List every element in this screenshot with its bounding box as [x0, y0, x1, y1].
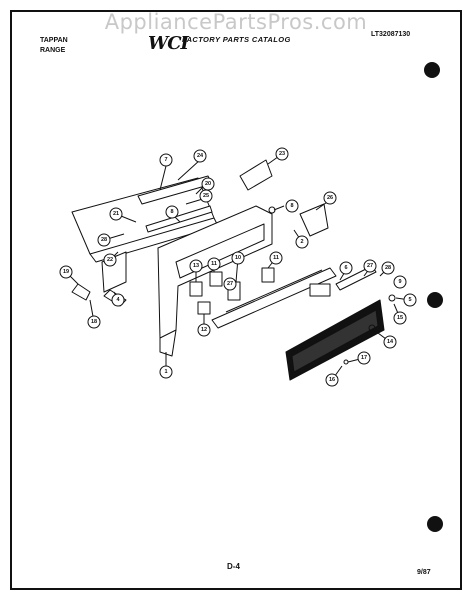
callout: 14 — [383, 335, 397, 349]
page-border — [10, 10, 462, 590]
switch-11b — [261, 267, 275, 283]
callout: 19 — [59, 265, 73, 279]
timer-6 — [309, 283, 331, 297]
callout-label: 7 — [164, 157, 167, 163]
callout: 18 — [87, 315, 101, 329]
callout: 11 — [207, 257, 221, 271]
callout: 26 — [323, 191, 337, 205]
bracket-23 — [239, 159, 273, 191]
switch-13 — [189, 281, 203, 297]
callout: 8 — [165, 205, 179, 219]
callout: 16 — [325, 373, 339, 387]
callout-label: 28 — [101, 237, 107, 243]
callout-label: 4 — [116, 297, 120, 303]
callout: 28 — [97, 233, 111, 247]
binder-hole-bottom — [427, 516, 443, 532]
callout-label: 6 — [344, 265, 347, 271]
callout-label: 10 — [235, 255, 241, 261]
callout: 28 — [381, 261, 395, 275]
callout: 17 — [357, 351, 371, 365]
callout-label: 15 — [397, 315, 403, 321]
callout-label: 11 — [211, 261, 217, 267]
upper-trim — [335, 265, 377, 291]
wci-logo: WCI — [148, 33, 189, 54]
trim-strip — [211, 267, 337, 329]
revision-date: 9/87 — [417, 569, 431, 576]
callout: 24 — [193, 149, 207, 163]
brand-label: TAPPAN RANGE — [40, 36, 68, 56]
switch-11a — [209, 271, 223, 287]
catalog-number: LT32087130 — [371, 31, 411, 38]
callout-label: 8 — [290, 203, 293, 209]
callout: 21 — [109, 207, 123, 221]
callout: 15 — [393, 311, 407, 325]
callout-label: 9 — [398, 279, 401, 285]
callout: 12 — [197, 323, 211, 337]
callout: 25 — [199, 189, 213, 203]
switch-12 — [197, 301, 211, 315]
callout-label: 12 — [201, 327, 207, 333]
callout-label: 26 — [327, 195, 333, 201]
callout: 5 — [403, 293, 417, 307]
callout: 6 — [339, 261, 353, 275]
callout-label: 20 — [205, 181, 211, 187]
callout-label: 21 — [113, 211, 119, 217]
callout: 4 — [111, 293, 125, 307]
callout: 13 — [189, 259, 203, 273]
callout-label: 16 — [329, 377, 335, 383]
callout-label: 1 — [164, 369, 167, 375]
catalog-title: FACTORY PARTS CATALOG — [182, 35, 291, 44]
callout-label: 27 — [227, 281, 233, 287]
callout-label: 14 — [387, 339, 394, 345]
brand-line-1: TAPPAN — [40, 37, 68, 44]
callout-label: 25 — [203, 193, 209, 199]
page-number: D-4 — [227, 562, 240, 571]
callout-label: 18 — [91, 319, 97, 325]
callout: 27 — [223, 277, 237, 291]
callout-label: 28 — [385, 265, 391, 271]
callout-label: 22 — [107, 257, 113, 263]
callout: 1 — [159, 365, 173, 379]
callout-label: 24 — [197, 153, 204, 159]
callout: 20 — [201, 177, 215, 191]
callout: 23 — [275, 147, 289, 161]
watermark: AppliancePartsPros.com — [104, 10, 368, 34]
callout-labels: 7 24 23 26 8 25 21 28 22 8 20 2 19 4 18 … — [59, 147, 417, 387]
callout-label: 2 — [300, 239, 303, 245]
callout: 7 — [159, 153, 173, 167]
brand-line-2: RANGE — [40, 47, 66, 54]
callout: 11 — [269, 251, 283, 265]
callout: 2 — [295, 235, 309, 249]
callout: 22 — [103, 253, 117, 267]
callout-label: 13 — [193, 263, 199, 269]
callout: 10 — [231, 251, 245, 265]
callout-label: 11 — [273, 255, 279, 261]
callout: 9 — [393, 275, 407, 289]
bracket-20 — [299, 203, 329, 237]
callout-label: 27 — [367, 263, 373, 269]
callout-label: 19 — [63, 269, 69, 275]
callout-label: 8 — [170, 209, 173, 215]
binder-hole-middle — [427, 292, 443, 308]
binder-hole-top — [424, 62, 440, 78]
callout-label: 23 — [279, 151, 285, 157]
control-panel-frame — [157, 205, 273, 339]
callout-label: 5 — [408, 297, 411, 303]
callout: 8 — [285, 199, 299, 213]
callout-label: 17 — [361, 355, 367, 361]
callout: 27 — [363, 259, 377, 273]
